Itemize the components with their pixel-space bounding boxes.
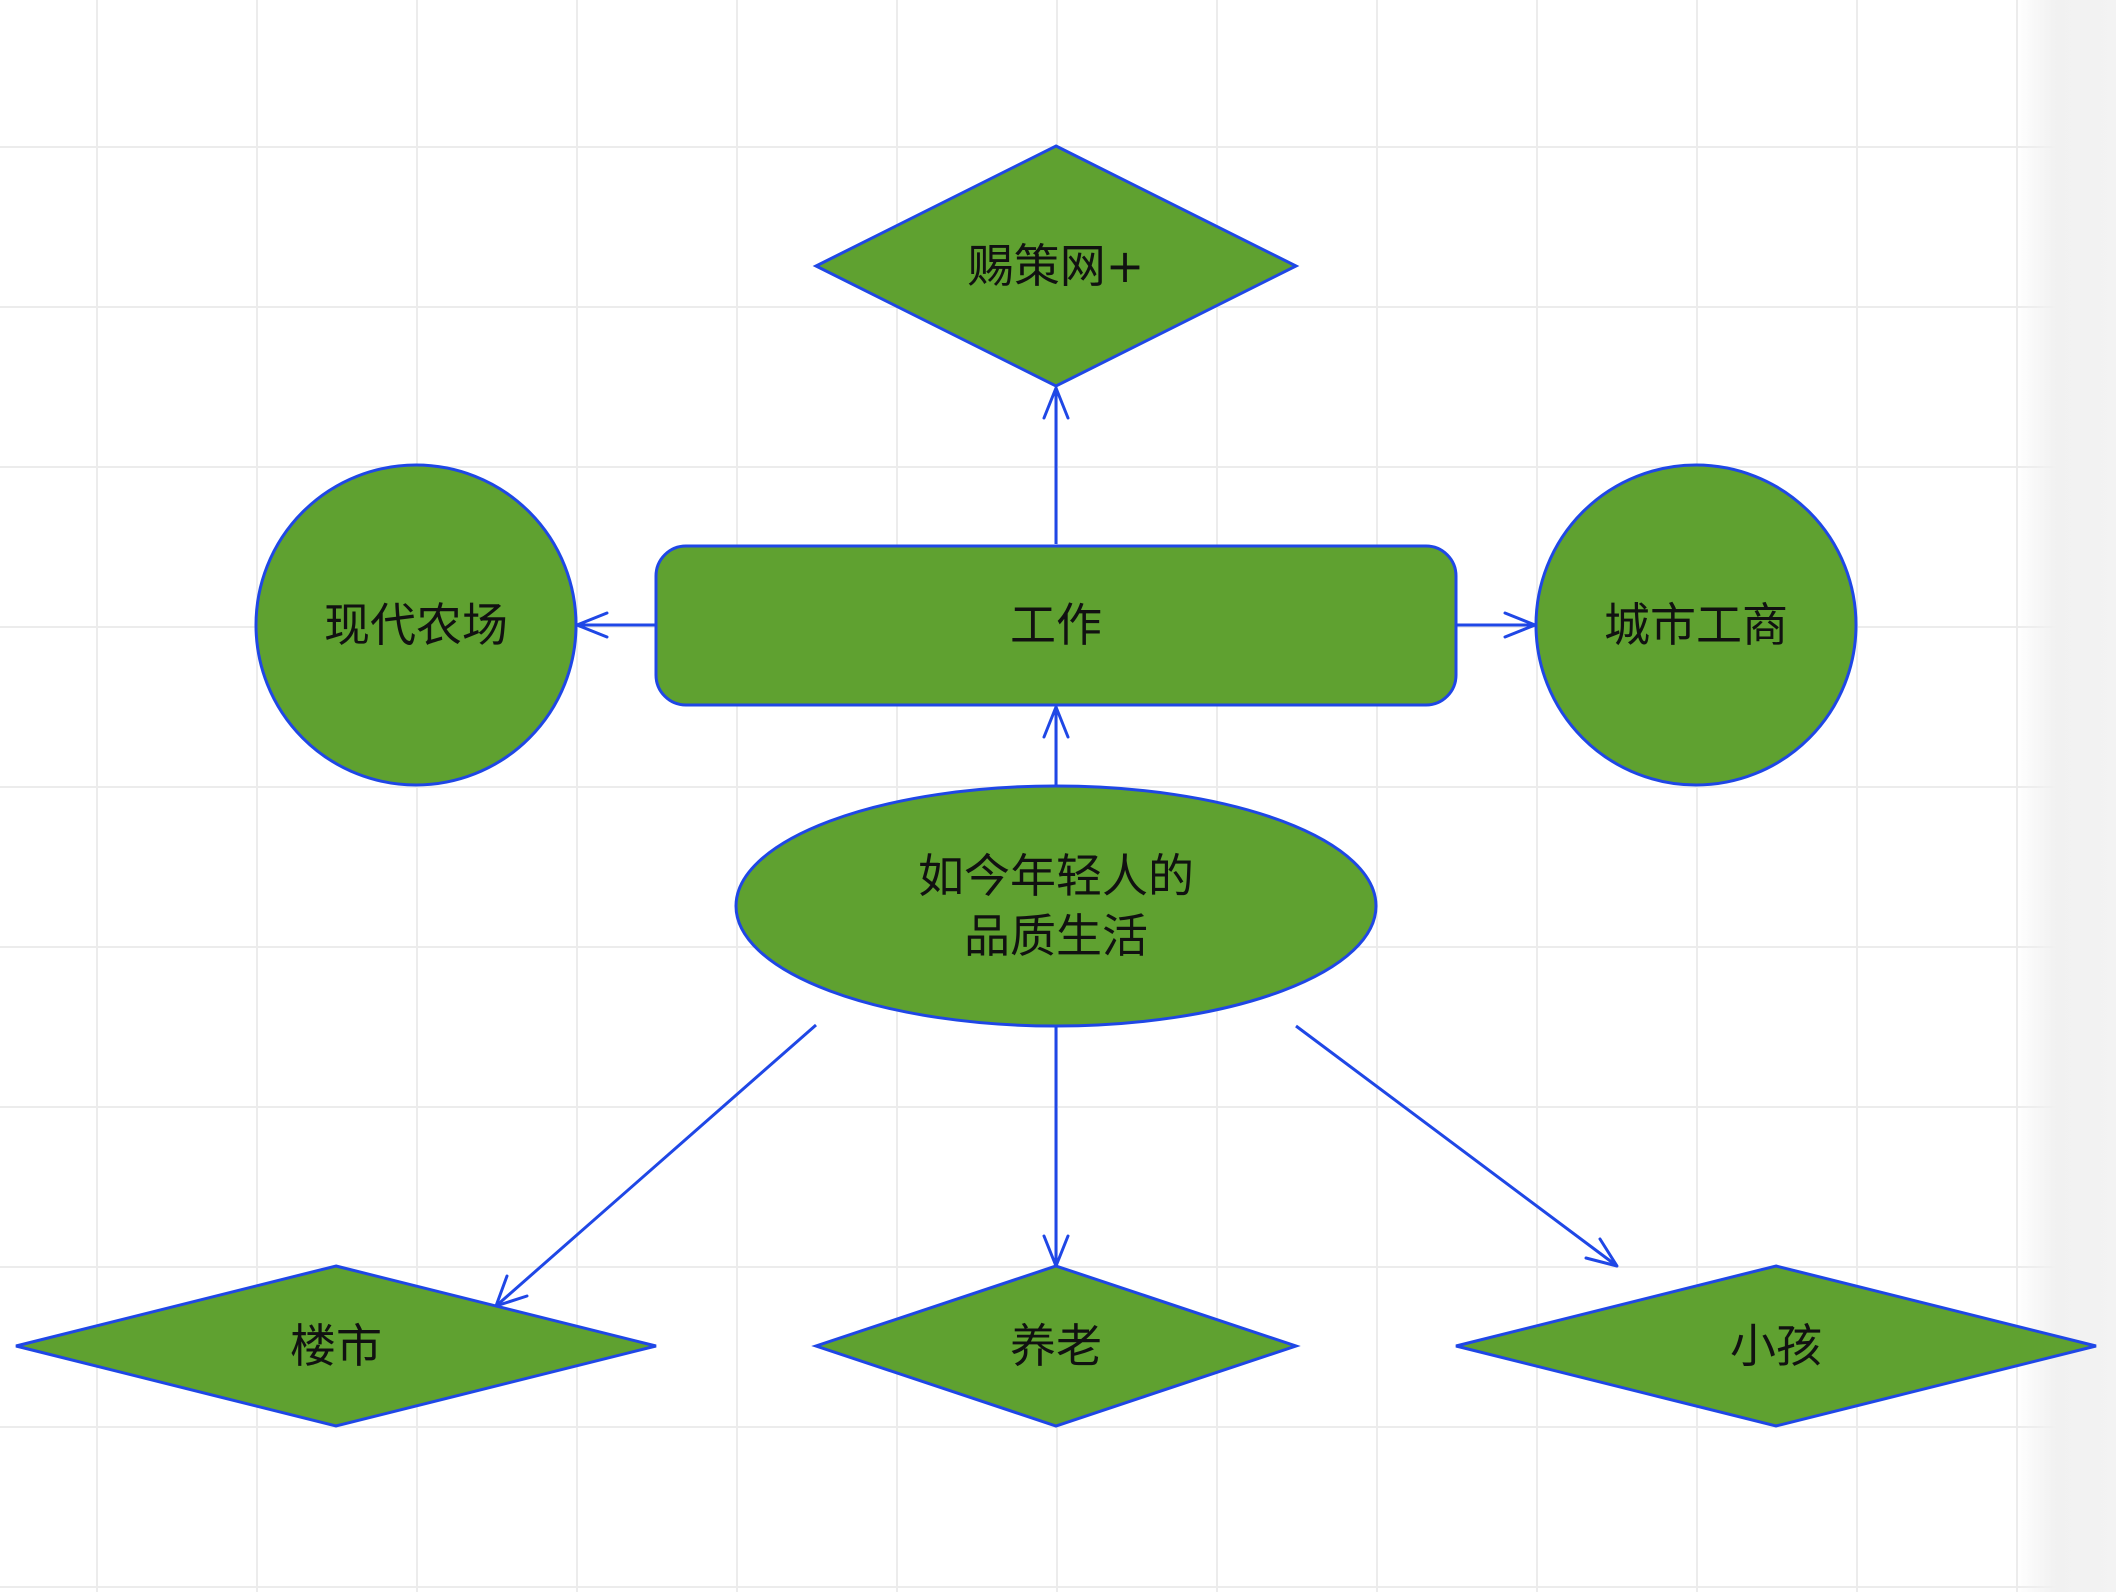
node-elderly[interactable]: 养老 — [811, 1264, 1301, 1428]
node-center-label-line2: 品质生活 — [964, 909, 1148, 963]
node-city-label: 城市工商 — [1604, 598, 1788, 652]
node-housing[interactable]: 楼市 — [15, 1264, 657, 1428]
node-city[interactable]: 城市工商 — [1534, 463, 1858, 787]
node-housing-label: 楼市 — [290, 1319, 382, 1373]
node-children-label: 小孩 — [1730, 1319, 1822, 1373]
node-center[interactable]: 如今年轻人的 品质生活 — [734, 784, 1378, 1028]
ellipse-shape — [734, 784, 1378, 1028]
node-center-label-line1: 如今年轻人的 — [918, 849, 1194, 903]
diamond-shape — [811, 1264, 1301, 1428]
node-work[interactable]: 工作 — [654, 544, 1458, 707]
node-top-label: 赐策网+ — [968, 239, 1145, 293]
canvas-edge-shadow — [2016, 0, 2116, 1592]
circle-shape — [254, 463, 578, 787]
node-children[interactable]: 小孩 — [1455, 1264, 2097, 1428]
edge-center-to-children[interactable] — [1295, 1024, 1618, 1268]
node-farm-label: 现代农场 — [324, 598, 508, 652]
diamond-shape — [812, 144, 1300, 388]
diamond-shape — [15, 1264, 657, 1428]
node-top[interactable]: 赐策网+ — [812, 144, 1300, 388]
arrowhead-work — [1042, 705, 1070, 739]
arrowhead-children — [1584, 1237, 1619, 1268]
node-elderly-label: 养老 — [1010, 1319, 1102, 1373]
node-work-label: 工作 — [1010, 598, 1102, 652]
arrowhead-top — [1042, 386, 1070, 420]
node-farm[interactable]: 现代农场 — [254, 463, 578, 787]
rounded-rect-shape — [654, 544, 1458, 707]
edge-center-to-housing[interactable] — [495, 1023, 817, 1308]
circle-shape — [1534, 463, 1858, 787]
diamond-shape — [1455, 1264, 2097, 1428]
